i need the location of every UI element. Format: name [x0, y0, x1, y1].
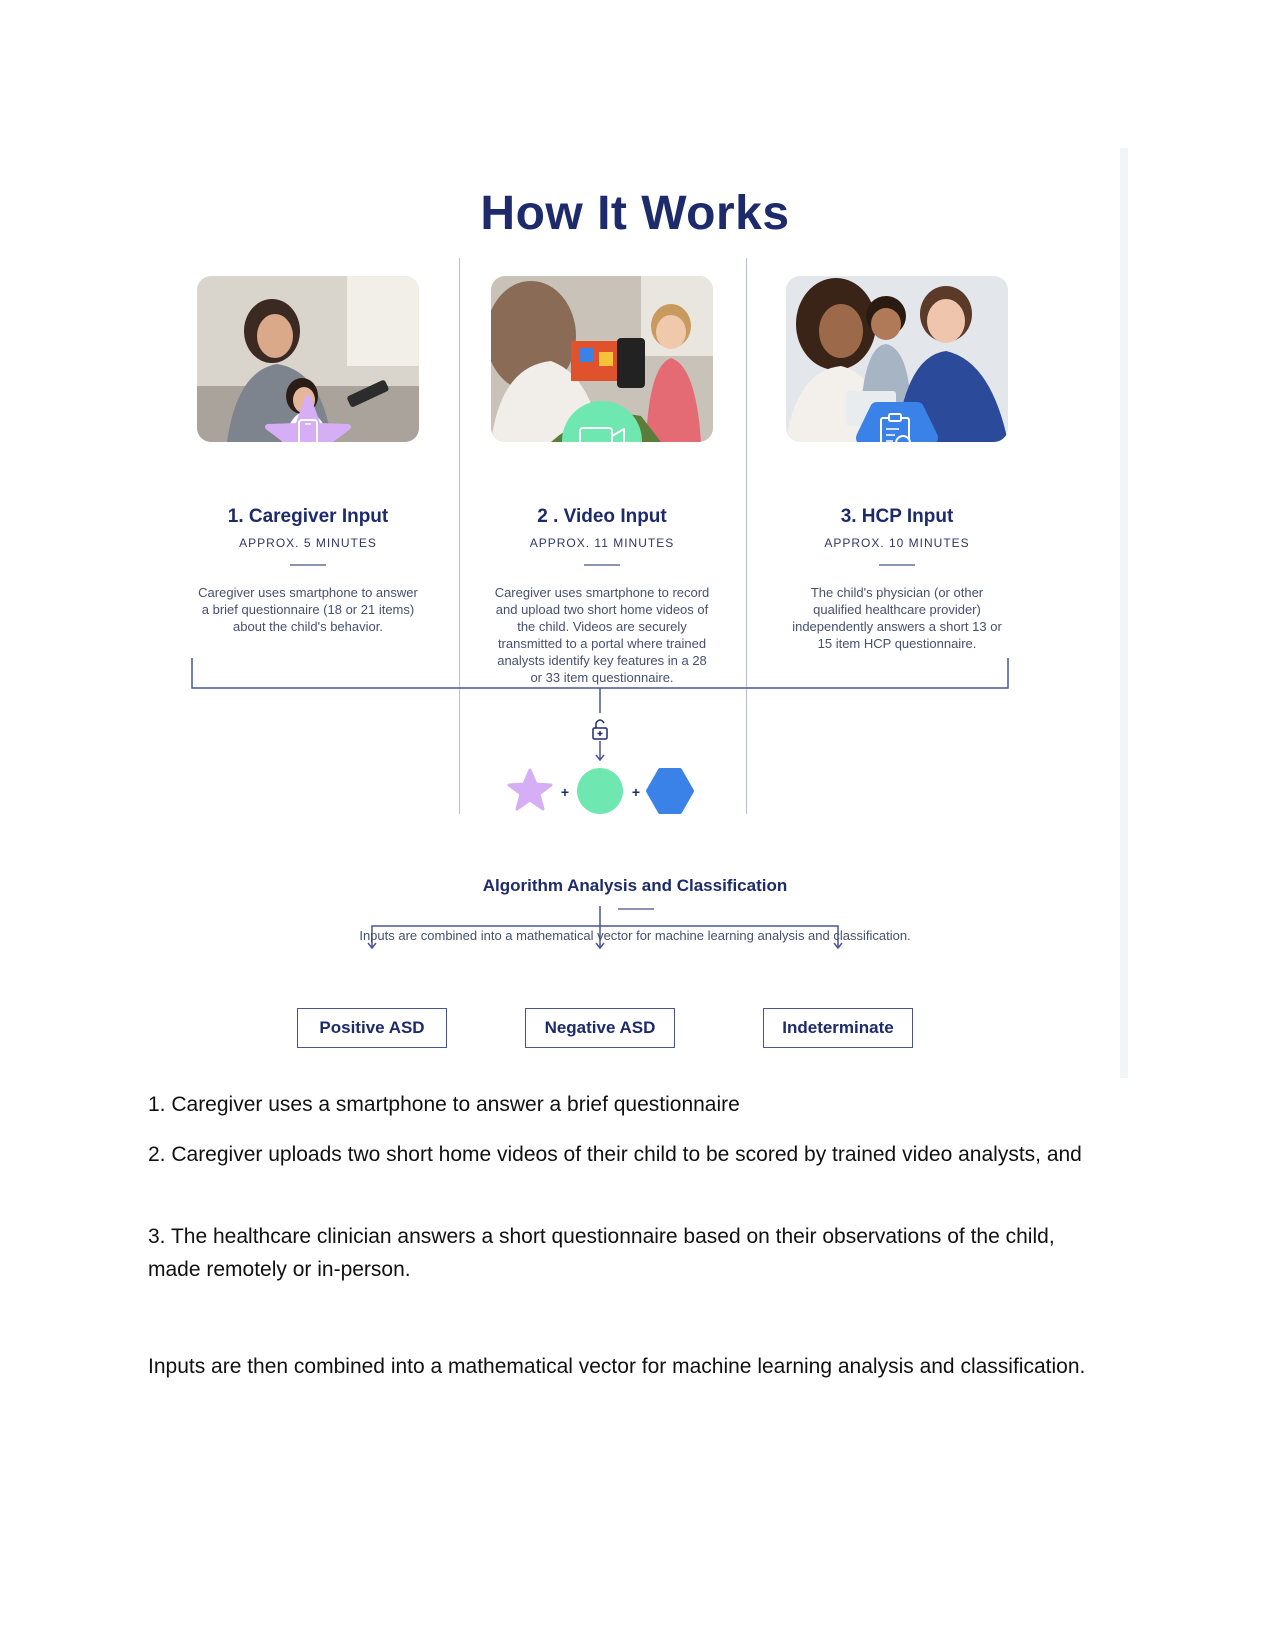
step-description: Caregiver uses smartphone to answer a br…	[198, 585, 418, 634]
step-time: APPROX. 5 MINUTES	[239, 536, 377, 550]
step-description: The child's physician (or other qualifie…	[792, 585, 1002, 651]
step-title: 3. HCP Input	[840, 506, 954, 527]
step-caregiver-input: 1. Caregiver Input APPROX. 5 MINUTES Car…	[193, 276, 423, 635]
plus-sign: +	[561, 784, 569, 800]
divider	[879, 564, 915, 566]
circle-icon	[577, 768, 623, 814]
star-icon	[507, 768, 553, 811]
paragraph-step-3: 3. The healthcare clinician answers a sh…	[148, 1225, 1055, 1281]
hexagon-badge	[853, 394, 941, 442]
divider	[290, 564, 326, 566]
flow-connectors: + +	[191, 658, 1009, 950]
caregiver-photo	[197, 276, 419, 442]
combined-inputs-icons	[507, 768, 694, 814]
column-divider	[746, 258, 747, 814]
step-title: 1. Caregiver Input	[227, 506, 389, 527]
how-it-works-figure: How It Works	[150, 148, 1128, 1078]
phone-icon	[298, 419, 318, 442]
step-title: 2 . Video Input	[537, 506, 667, 527]
outcome-negative-asd: Negative ASD	[525, 1008, 675, 1048]
circle-badge	[558, 401, 646, 442]
video-photo	[491, 276, 713, 442]
column-divider	[459, 258, 460, 814]
star-badge	[264, 394, 352, 442]
clipboard-search-icon	[880, 413, 911, 442]
divider	[618, 908, 654, 910]
paragraph-step-2: 2. Caregiver uploads two short home vide…	[148, 1143, 1082, 1166]
lock-icon	[592, 719, 608, 740]
step-hcp-input: 3. HCP Input APPROX. 10 MINUTES The chil…	[782, 276, 1012, 652]
plus-sign: +	[632, 784, 640, 800]
paragraph-summary: Inputs are then combined into a mathemat…	[148, 1355, 1086, 1378]
paragraph-step-1: 1. Caregiver uses a smartphone to answer…	[148, 1093, 740, 1116]
step-time: APPROX. 10 MINUTES	[824, 536, 970, 550]
figure-title: How It Works	[480, 187, 790, 240]
algorithm-title: Algorithm Analysis and Classification	[482, 876, 788, 895]
step-description: Caregiver uses smartphone to record and …	[494, 585, 710, 685]
outcome-indeterminate: Indeterminate	[763, 1008, 913, 1048]
hcp-photo	[786, 276, 1008, 442]
step-video-input: 2 . Video Input APPROX. 11 MINUTES Careg…	[487, 276, 717, 686]
outcome-positive-asd: Positive ASD	[297, 1008, 447, 1048]
step-time: APPROX. 11 MINUTES	[529, 536, 675, 550]
hexagon-icon	[646, 768, 694, 814]
divider	[584, 564, 620, 566]
algorithm-description: Inputs are combined into a mathematical …	[359, 928, 911, 943]
video-camera-icon	[579, 427, 625, 442]
